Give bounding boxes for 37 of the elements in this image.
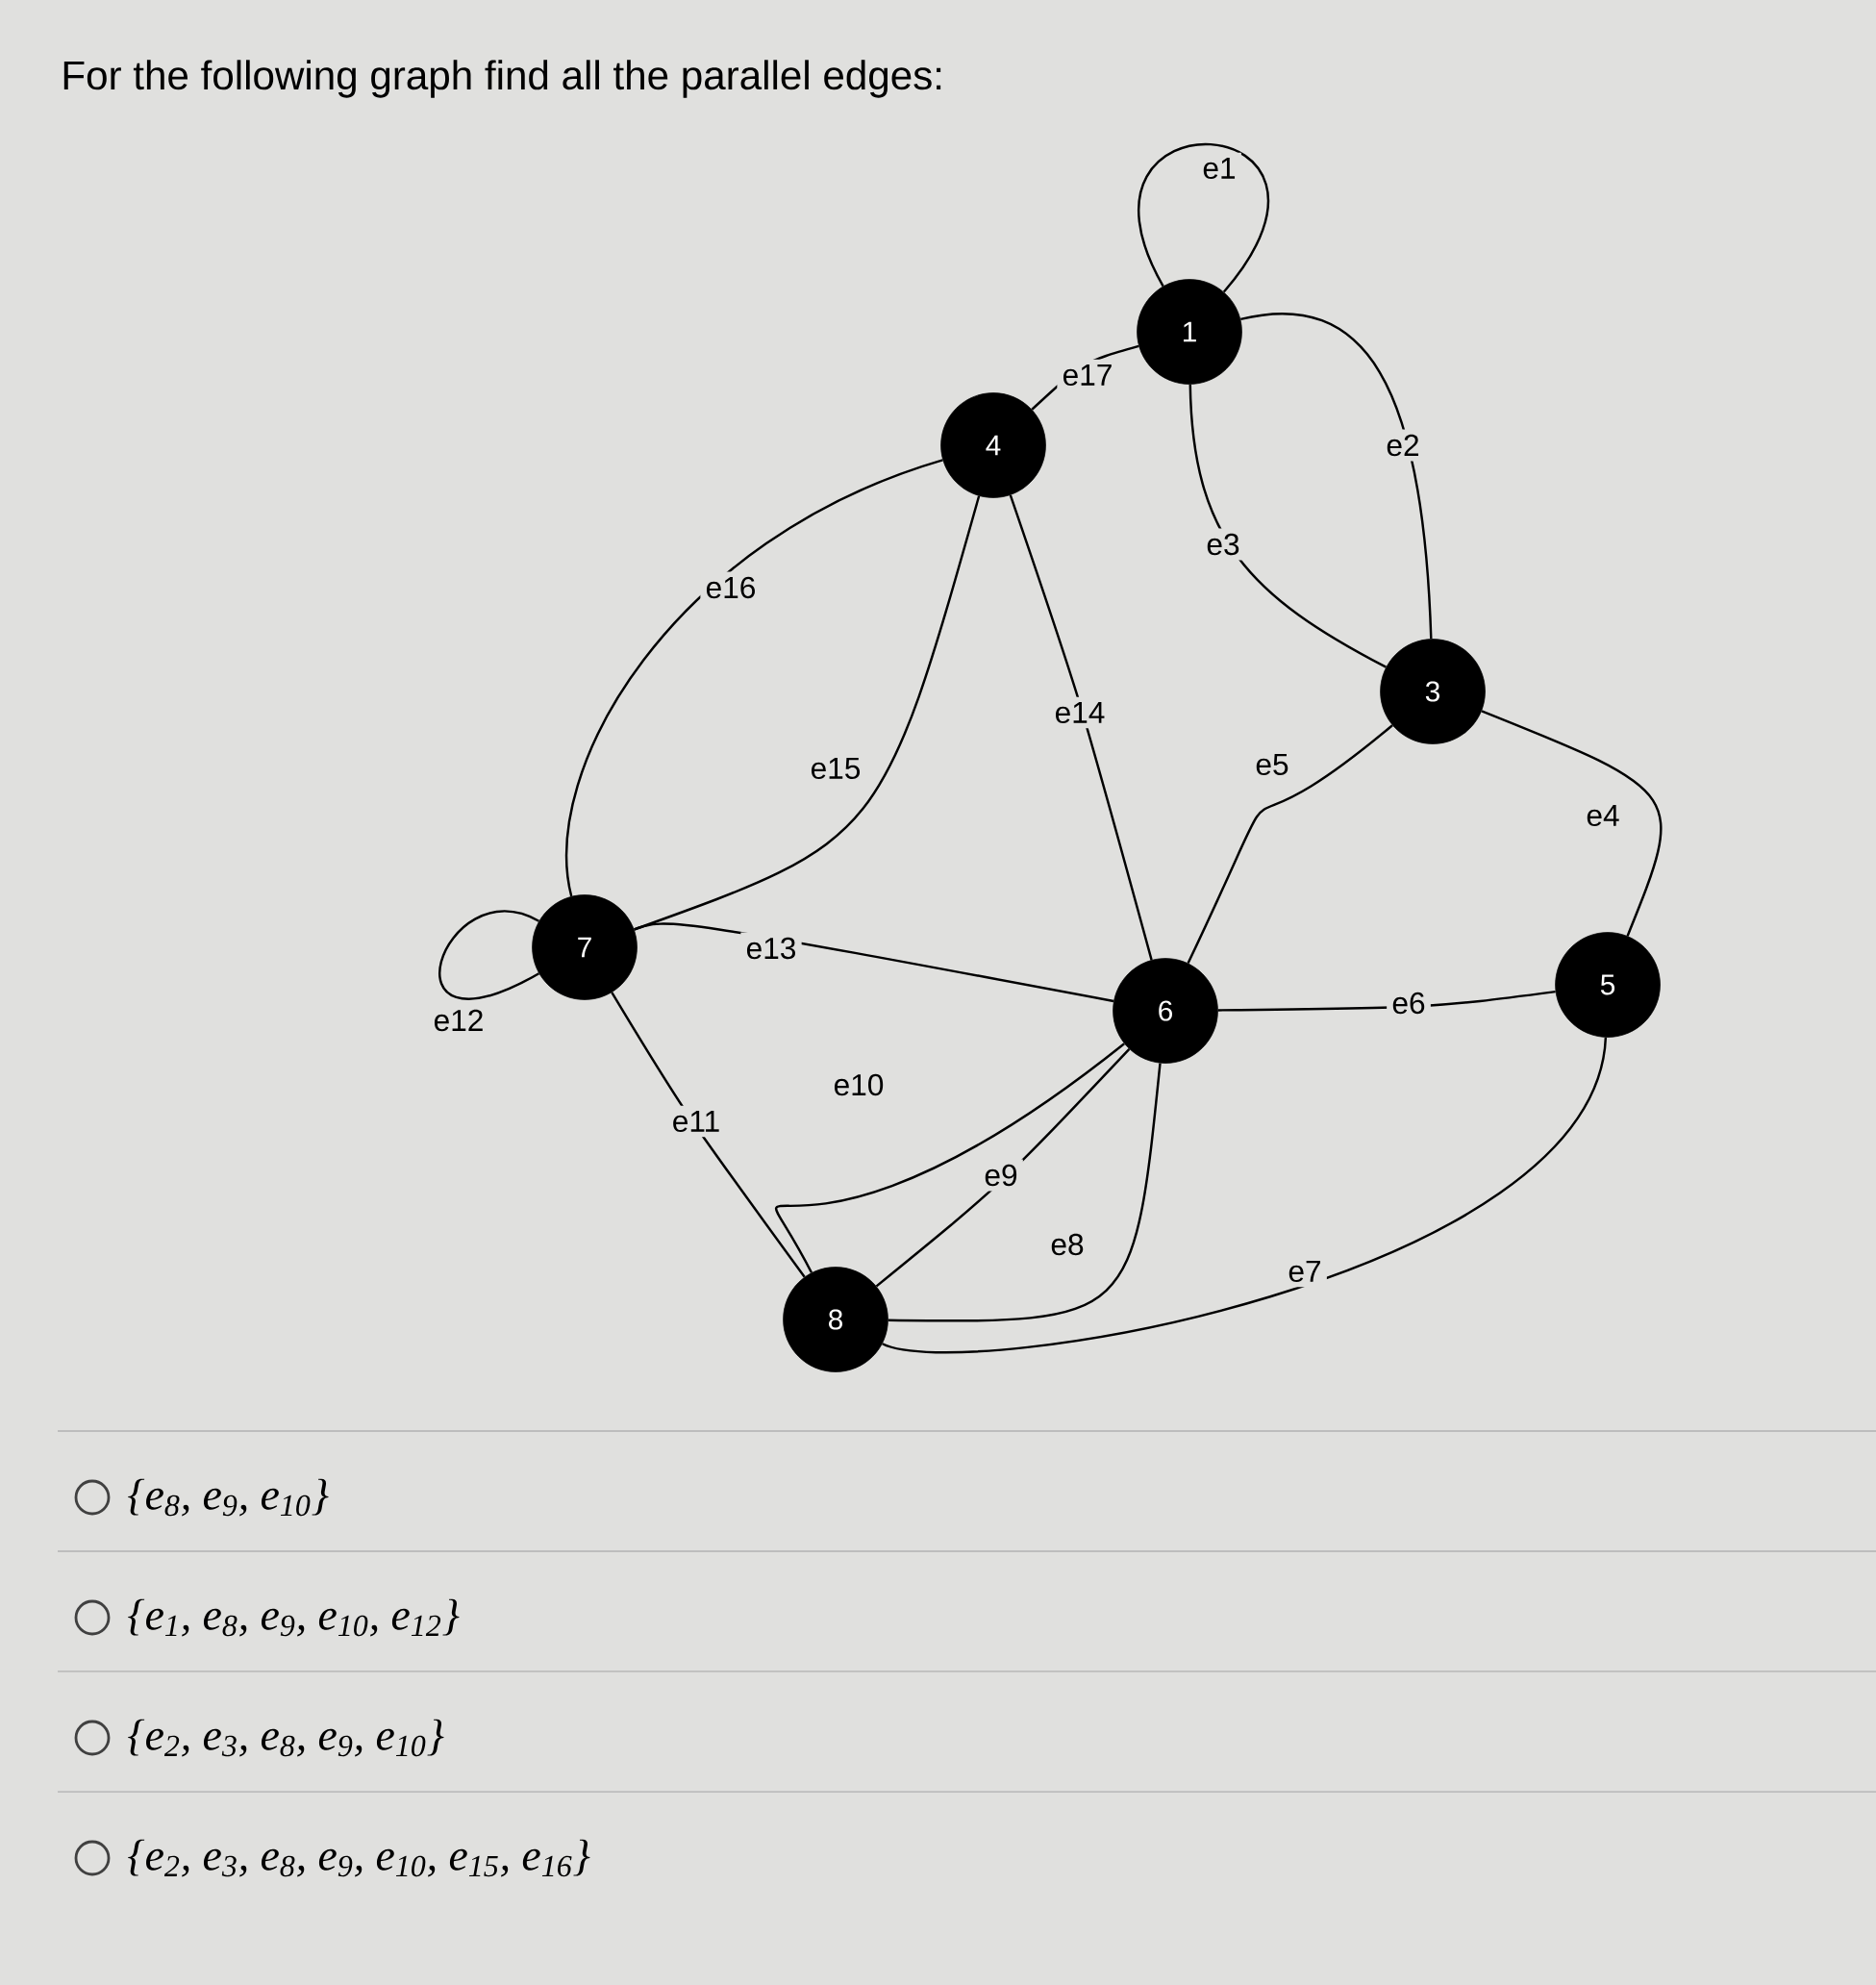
edge-label: e12 (428, 1004, 489, 1037)
answer-option: {e$_{2}$, e$_{3}$, e$_{8}$, e$_{9}$, e$_{10}$} (128, 1719, 444, 1757)
edge-line (565, 459, 943, 897)
edge-label: e17 (1057, 359, 1118, 391)
edge-label: e6 (1387, 987, 1431, 1019)
edge-label: e8 (1045, 1228, 1089, 1261)
edge-line (888, 1063, 1162, 1322)
edge-line (775, 1043, 1125, 1273)
edge-label: e16 (700, 571, 762, 604)
edge-label: e4 (1581, 799, 1625, 832)
edge-line (438, 911, 539, 1000)
edge-line (611, 992, 806, 1278)
edge-label: e3 (1201, 528, 1245, 561)
edge-line (875, 1048, 1131, 1288)
edge-label: e1 (1197, 152, 1241, 185)
edge-label: e11 (666, 1105, 726, 1138)
edge-line (1009, 494, 1153, 961)
title: For the following graph find all the parallel edges: (63, 60, 941, 98)
answer-option: {e$_{1}$, e$_{8}$, e$_{9}$, e$_{10}$, e$_{12}$} (128, 1598, 460, 1637)
edge-line (634, 495, 981, 931)
edge-label: e2 (1381, 429, 1425, 462)
answer-option: {e$_{2}$, e$_{3}$, e$_{8}$, e$_{9}$, e$_{10}$, e$_{15}$, e$_{16}$} (128, 1839, 590, 1877)
edge-line (1481, 710, 1663, 937)
edge-label: e9 (979, 1159, 1023, 1192)
edge-label: e7 (1283, 1255, 1327, 1288)
edge-label: e5 (1250, 748, 1294, 781)
answer-option: {e$_{8}$, e$_{9}$, e$_{10}$} (128, 1478, 329, 1517)
edge-label: e13 (740, 932, 802, 965)
edge-label: e14 (1049, 696, 1111, 729)
edge-line (1187, 724, 1393, 965)
edge-line (1240, 313, 1433, 640)
edge-line (1188, 384, 1387, 668)
edge-line (1138, 143, 1269, 293)
edge-line (882, 1037, 1608, 1354)
edge-label: e10 (828, 1068, 889, 1101)
edge-label: e15 (805, 752, 866, 785)
edge-line (1217, 990, 1556, 1012)
